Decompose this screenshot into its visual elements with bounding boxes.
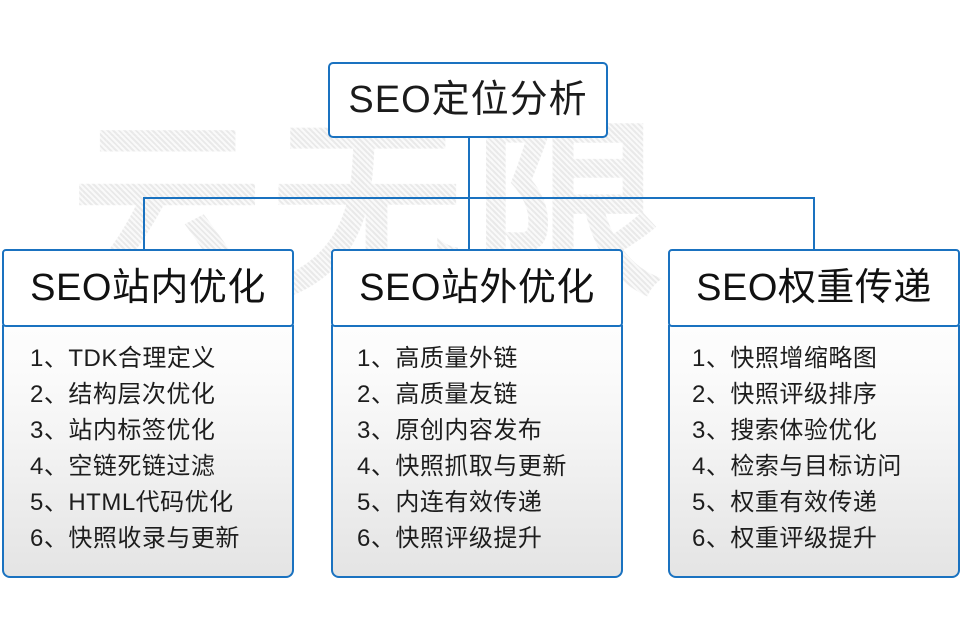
branch-header-2: SEO站外优化	[331, 249, 623, 327]
list-item: 3、原创内容发布	[357, 417, 543, 444]
list-item: 6、快照收录与更新	[30, 525, 240, 552]
branch-header-label-1: SEO站内优化	[30, 267, 266, 309]
branch-header-label-3: SEO权重传递	[696, 267, 932, 309]
branch-header-1: SEO站内优化	[2, 249, 294, 327]
branch-body-2: 1、高质量外链 2、高质量友链 3、原创内容发布 4、快照抓取与更新 5、内连有…	[331, 325, 623, 578]
root-node: SEO定位分析	[328, 62, 608, 138]
branch-column-3: SEO权重传递 1、快照增缩略图 2、快照评级排序 3、搜索体验优化 4、检索与…	[668, 249, 960, 578]
branch-header-label-2: SEO站外优化	[359, 267, 595, 309]
branch-body-1: 1、TDK合理定义 2、结构层次优化 3、站内标签优化 4、空链死链过滤 5、H…	[2, 325, 294, 578]
list-item: 6、权重评级提升	[692, 525, 878, 552]
list-item: 5、HTML代码优化	[30, 489, 234, 516]
branch-list-2: 1、高质量外链 2、高质量友链 3、原创内容发布 4、快照抓取与更新 5、内连有…	[333, 341, 621, 557]
list-item: 3、搜索体验优化	[692, 417, 878, 444]
list-item: 1、快照增缩略图	[692, 345, 878, 372]
list-item: 2、高质量友链	[357, 381, 518, 408]
branch-body-3: 1、快照增缩略图 2、快照评级排序 3、搜索体验优化 4、检索与目标访问 5、权…	[668, 325, 960, 578]
branch-header-3: SEO权重传递	[668, 249, 960, 327]
list-item: 4、快照抓取与更新	[357, 453, 567, 480]
list-item: 4、空链死链过滤	[30, 453, 216, 480]
list-item: 2、结构层次优化	[30, 381, 216, 408]
list-item: 1、TDK合理定义	[30, 345, 216, 372]
list-item: 3、站内标签优化	[30, 417, 216, 444]
branch-list-3: 1、快照增缩略图 2、快照评级排序 3、搜索体验优化 4、检索与目标访问 5、权…	[670, 341, 958, 557]
list-item: 5、权重有效传递	[692, 489, 878, 516]
branch-column-1: SEO站内优化 1、TDK合理定义 2、结构层次优化 3、站内标签优化 4、空链…	[2, 249, 294, 578]
branch-column-2: SEO站外优化 1、高质量外链 2、高质量友链 3、原创内容发布 4、快照抓取与…	[331, 249, 623, 578]
list-item: 5、内连有效传递	[357, 489, 543, 516]
branch-list-1: 1、TDK合理定义 2、结构层次优化 3、站内标签优化 4、空链死链过滤 5、H…	[4, 341, 292, 557]
list-item: 4、检索与目标访问	[692, 453, 902, 480]
list-item: 2、快照评级排序	[692, 381, 878, 408]
list-item: 1、高质量外链	[357, 345, 518, 372]
root-node-label: SEO定位分析	[348, 79, 588, 121]
list-item: 6、快照评级提升	[357, 525, 543, 552]
